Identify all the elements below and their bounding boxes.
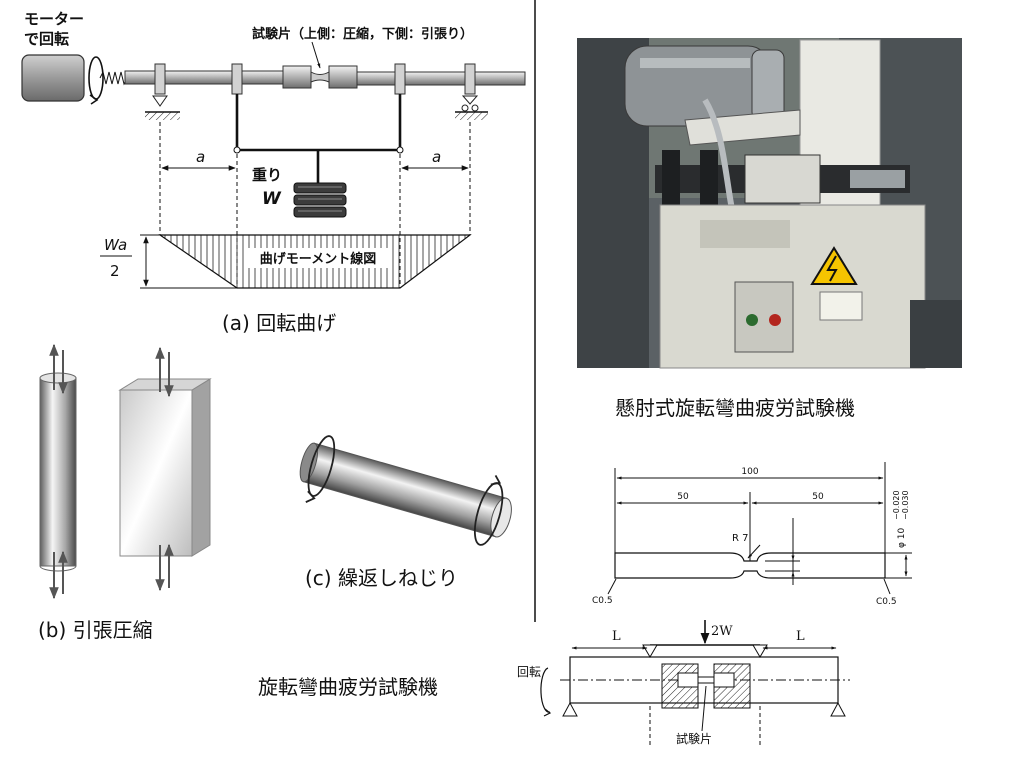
schematic-specimen-grips <box>661 663 751 709</box>
chamfer-left-leader <box>607 578 617 595</box>
schematic-rotation-label: 回転 <box>517 665 541 679</box>
moment-magnitude: Wa 2 <box>100 234 237 289</box>
motor <box>21 54 85 102</box>
photo-motor <box>624 45 785 127</box>
motor-label-line1: モーター <box>24 10 84 28</box>
dimension-total-label: 100 <box>741 467 758 477</box>
figure-c-caption: (c) 繰返しねじり <box>305 566 458 590</box>
support-left <box>145 95 180 120</box>
chamfer-left-label: C0.5 <box>592 596 613 606</box>
photo-side-shadow <box>910 300 962 368</box>
photo-control-box <box>734 281 794 353</box>
specimen-drawing: 100 50 50 R 7 φ 10 −0.020 −0.030 C0.5 C0… <box>592 462 912 607</box>
dimension-half-right-label: 50 <box>812 492 824 502</box>
schematic-load-label: 2W <box>711 624 733 639</box>
round-specimen-load-arrows <box>49 343 68 600</box>
diameter-tolerance: φ 10 −0.020 −0.030 <box>892 490 910 548</box>
flat-plate-specimen <box>118 378 212 557</box>
schematic-load-beam <box>642 620 768 658</box>
dimension-a-left: a <box>161 148 236 171</box>
weight-label: 重り <box>252 166 282 184</box>
weight-symbol: W <box>262 189 282 209</box>
photo-caption: 懸肘式旋転彎曲疲労試験機 <box>615 396 855 420</box>
figure-b-tension-compression: (b) 引張圧縮 <box>38 343 212 642</box>
motor-label-line2: で回転 <box>24 30 69 48</box>
moment-diagram-label: 曲げモーメント線図 <box>260 251 376 267</box>
bending-moment-diagram: 曲げモーメント線図 <box>158 234 472 289</box>
schematic-specimen-label: 試験片 <box>676 731 712 746</box>
moment-denominator: 2 <box>110 262 120 280</box>
figure-a-caption: (a) 回転曲げ <box>222 311 336 335</box>
radius-leader <box>747 544 761 559</box>
dimension-a-right-label: a <box>432 148 441 166</box>
torsion-specimen <box>299 435 512 546</box>
chamfer-right-leader <box>883 578 891 595</box>
specimen-label: 試験片（上側：圧縮，下側：引張り） <box>252 26 473 42</box>
schematic-rotation-arrow-icon <box>540 667 552 717</box>
schematic-span-right-label: L <box>796 629 805 644</box>
schematic-supports <box>562 701 846 717</box>
torsion-arrow-left-icon <box>305 435 336 503</box>
bearing-clamps <box>154 63 476 95</box>
photo-spindle <box>655 150 910 205</box>
photo-label-plate <box>819 291 863 321</box>
dimension-a-right: a <box>401 148 469 171</box>
tolerance-upper: −0.020 <box>892 490 901 520</box>
chamfer-right-label: C0.5 <box>876 597 897 607</box>
schematic-span-left-label: L <box>612 629 621 644</box>
projection-lines <box>159 122 471 288</box>
figure-a-rotating-bending: モーター で回転 試験片（上側：圧縮，下側：引張り） <box>21 10 526 335</box>
weight-stack <box>293 182 347 218</box>
figure-b-caption: (b) 引張圧縮 <box>38 618 153 642</box>
tolerance-lower: −0.030 <box>901 490 910 520</box>
warning-triangle-icon <box>810 246 858 285</box>
torsion-arrow-right-icon <box>473 474 504 546</box>
moment-numerator: Wa <box>104 236 127 254</box>
coupling-spring <box>99 70 128 86</box>
rotation-arrow-icon <box>88 56 104 105</box>
extension-lines <box>614 462 912 580</box>
diameter-label: φ 10 <box>897 527 907 548</box>
radius-label: R 7 <box>732 533 749 544</box>
support-right-roller <box>455 95 488 120</box>
load-frame <box>233 94 404 183</box>
dimension-a-left-label: a <box>196 148 205 166</box>
round-specimen <box>39 372 77 572</box>
figure-c-repeated-torsion: (c) 繰返しねじり <box>299 435 512 590</box>
specimen-leader <box>311 41 321 69</box>
schematic-specimen-leader <box>701 685 707 732</box>
machine-photo <box>577 38 962 369</box>
schematic-caption: 旋転彎曲疲労試験機 <box>258 675 438 699</box>
rotating-bending-schematic: 2W L L 回転 試験片 <box>517 620 850 748</box>
dimension-half-left-label: 50 <box>677 492 689 502</box>
flat-plate-load-arrows <box>155 346 174 592</box>
